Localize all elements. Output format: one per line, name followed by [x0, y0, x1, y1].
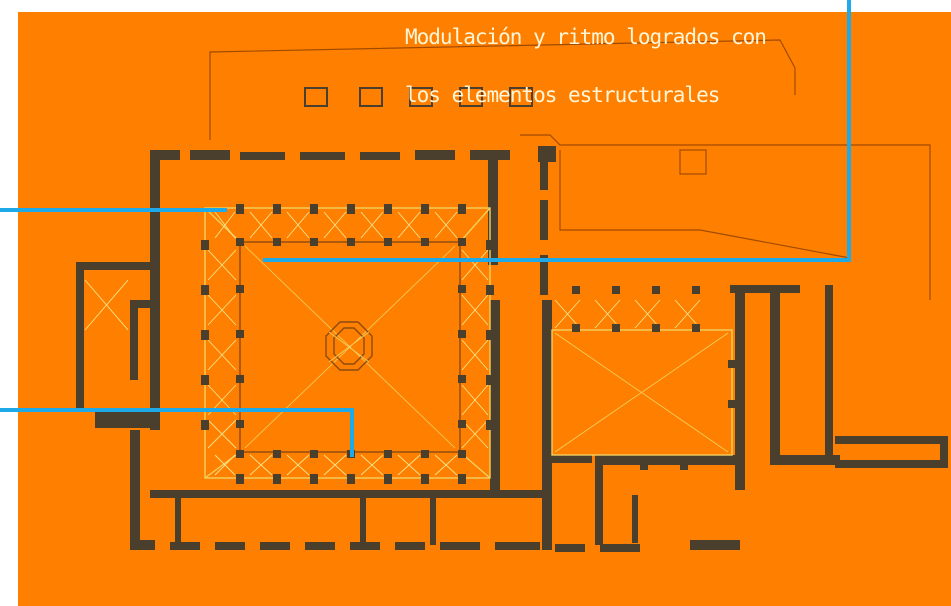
central-fountain — [325, 321, 373, 371]
structural-caption: Modulación y ritmo logrados con los elem… — [405, 8, 825, 124]
building-walls — [76, 146, 948, 552]
caption-line-2: los elementos estructurales — [405, 83, 720, 107]
vault-pattern — [84, 211, 701, 476]
callout-lines — [0, 0, 851, 457]
annex-outline — [209, 39, 931, 300]
slide-background — [18, 12, 951, 606]
callout-line-lower-left — [0, 408, 354, 457]
annex-windows — [304, 87, 533, 107]
cloister-piers — [201, 204, 736, 484]
callout-line-caption — [263, 0, 851, 262]
caption-line-1: Modulación y ritmo logrados con — [405, 25, 767, 49]
